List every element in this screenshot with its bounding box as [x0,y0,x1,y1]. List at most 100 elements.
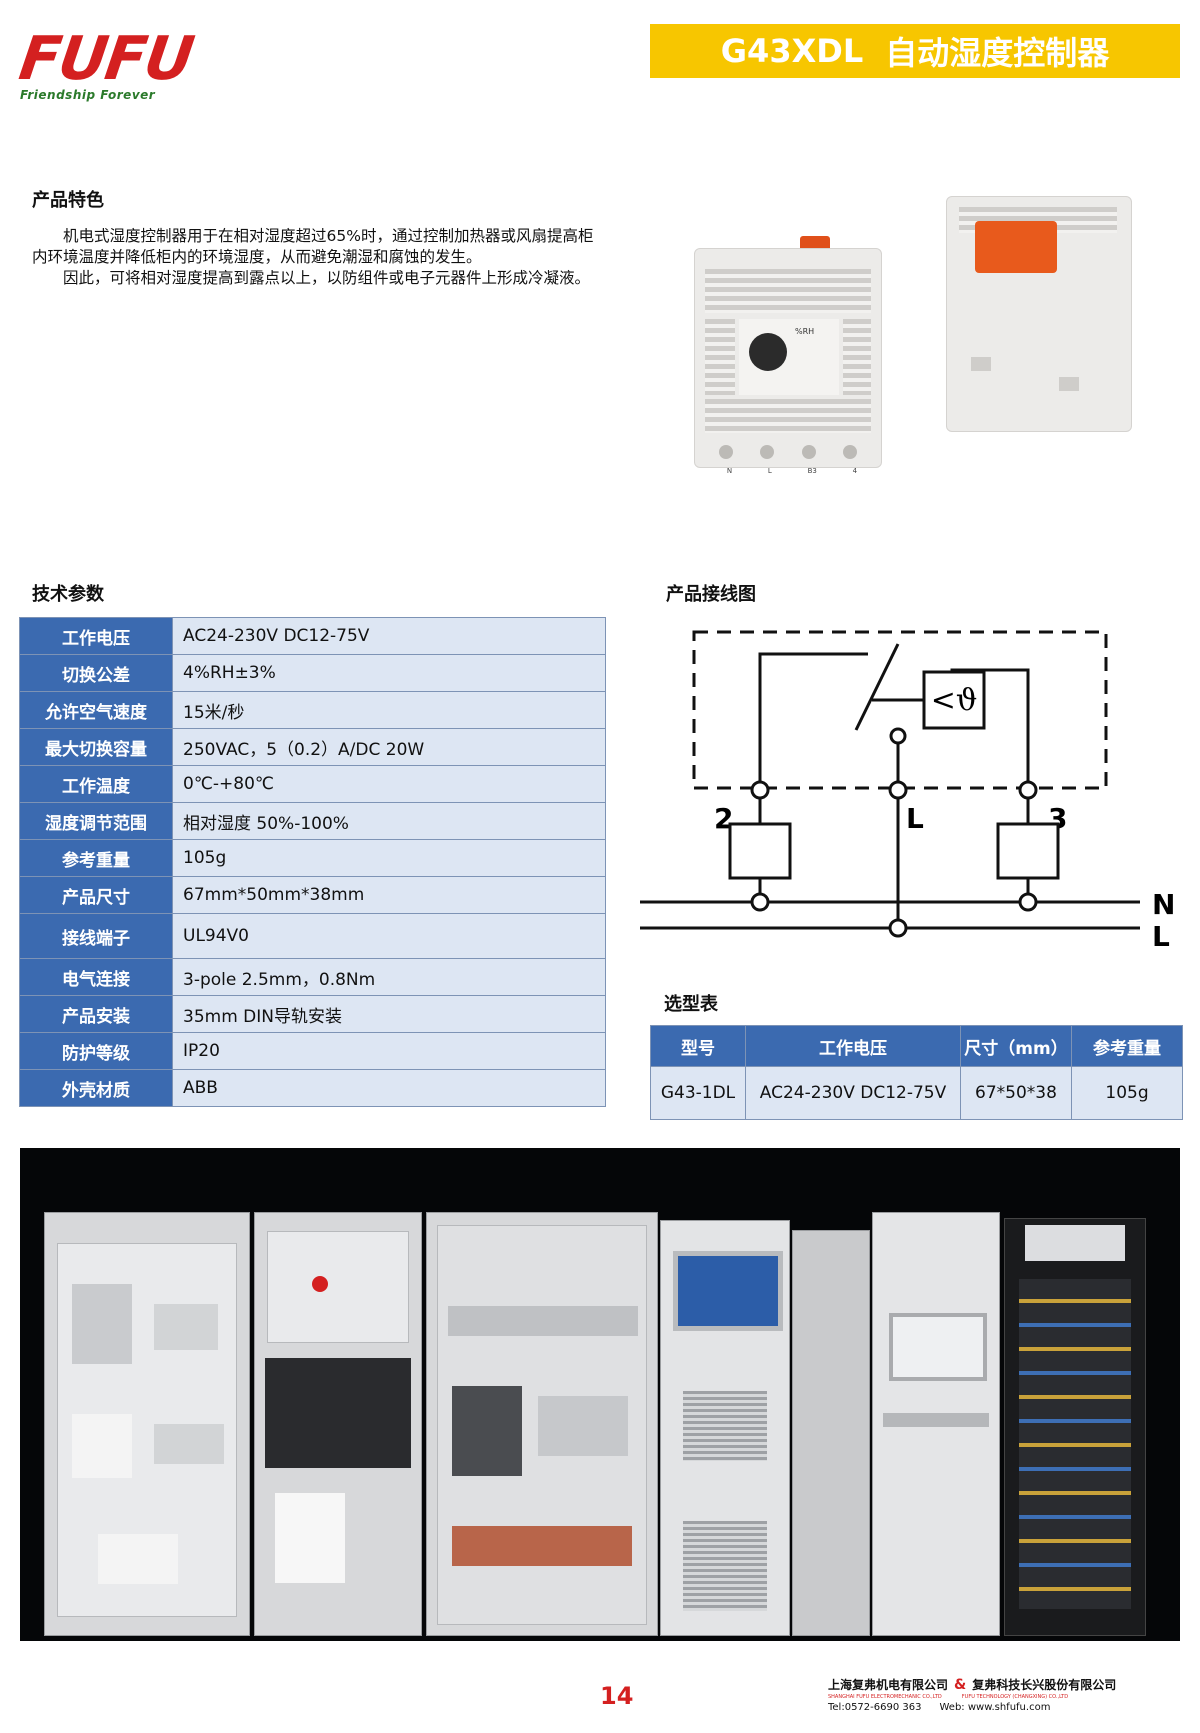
mount-slot [1059,377,1079,391]
spec-key: 最大切换容量 [19,728,173,766]
wiring-heading: 产品接线图 [666,584,756,605]
monitor-screen [889,1313,987,1381]
spec-key: 切换公差 [19,654,173,692]
column-header: 工作电压 [745,1025,961,1067]
vent-right [843,319,871,395]
terminal-label: 4 [852,467,858,475]
spec-key: 工作电压 [19,617,173,655]
mounting-plate [57,1243,237,1617]
features-paragraph: 机电式湿度控制器用于在相对湿度超过65%时，通过控制加热器或风扇提高柜内环境温度… [32,227,594,266]
vent-bottom [705,399,871,433]
spec-value: 相对湿度 50%-100% [172,802,606,840]
spec-value: 67mm*50mm*38mm [172,876,606,914]
footer-company-names: 上海复弗机电有限公司 & 复弗科技长兴股份有限公司 [828,1676,1180,1693]
vent-top [705,269,871,313]
footer-company-block: 上海复弗机电有限公司 & 复弗科技长兴股份有限公司 SHANGHAI FUFU … [828,1676,1180,1713]
terminal-l-icon [888,780,908,800]
junction-icon [888,918,908,938]
terminal-screw-icon [843,445,858,459]
logo-wordmark: FUFU [15,24,196,94]
line-n-label: N [1152,888,1175,921]
fuse-block [452,1386,522,1476]
company-name-1: 上海复弗机电有限公司 [828,1678,949,1692]
logo-slogan: Friendship Forever [20,88,156,102]
spec-value: AC24-230V DC12-75V [172,617,606,655]
humidity-sensor-box [922,670,986,730]
line-l-label: L [1152,920,1170,953]
product-back-image [946,196,1132,432]
cabinet-7-network [1004,1218,1146,1636]
company-name-1-en: SHANGHAI FUFU ELECTROMECHANIC CO.,LTD [828,1694,942,1700]
busbar [452,1526,632,1566]
features-heading: 产品特色 [32,190,104,211]
vent-grille-bottom [683,1521,767,1611]
component-block [154,1304,218,1350]
model-code: G43XDL [720,32,864,70]
breaker-row [448,1306,638,1336]
terminal-label: L [767,467,772,475]
spec-value: 3-pole 2.5mm，0.8Nm [172,958,606,996]
spec-key: 工作温度 [19,765,173,803]
spec-value: UL94V0 [172,913,606,959]
din-clip-orange [975,221,1057,273]
junction-icon [1018,892,1038,912]
hmi-screen [673,1251,783,1331]
footer-contact: Tel:0572-6690 363 Web: www.shfufu.com [828,1702,1180,1713]
page-number: 14 [600,1682,634,1710]
emergency-button-icon [312,1276,328,1292]
selection-table: 型号 工作电压 尺寸（mm） 参考重量 G43-1DL AC24-230V DC… [650,1025,1183,1120]
table-cell: 67*50*38 [960,1066,1072,1120]
spec-value: ABB [172,1069,606,1107]
footer-web[interactable]: Web: www.shfufu.com [939,1702,1051,1713]
cooling-unit [265,1358,411,1468]
component-block [72,1414,132,1478]
product-body: %RH N L B3 4 [694,248,882,475]
table-cell: AC24-230V DC12-75V [745,1066,961,1120]
component-block [538,1396,628,1456]
cabinet-5 [792,1230,870,1636]
selection-heading: 选型表 [664,994,718,1015]
cabinet-2 [254,1212,422,1636]
table-row: 湿度调节范围相对湿度 50%-100% [19,802,606,840]
switch-contact [854,643,900,731]
product-body-back [946,196,1132,432]
product-front-image: %RH N L B3 4 [690,232,890,475]
terminal-label: N [726,467,733,475]
keyboard-shelf [883,1413,989,1427]
spec-value: 250VAC，5（0.2）A/DC 20W [172,728,606,766]
cabinet-3 [426,1212,658,1636]
vent-grille-top [683,1391,767,1461]
mount-slot [971,357,991,371]
table-cell: 105g [1071,1066,1183,1120]
patch-panels [1019,1279,1131,1609]
table-header-row: 型号 工作电压 尺寸（mm） 参考重量 [650,1025,1183,1067]
spec-value: 105g [172,839,606,877]
enclosure-outline [692,630,1108,790]
table-cell: G43-1DL [650,1066,746,1120]
terminal-screw-icon [801,445,816,459]
cabinet-6-console [872,1212,1000,1636]
footer-company-en: SHANGHAI FUFU ELECTROMECHANIC CO.,LTD FU… [828,1694,1180,1700]
logo-text: FUFU [15,24,197,94]
component-block [98,1534,178,1584]
spec-value: IP20 [172,1032,606,1070]
terminal-screw-icon [718,445,733,459]
features-paragraph: 因此，可将相对湿度提高到露点以上，以防组件或电子元器件上形成冷凝液。 [63,269,591,287]
spec-value: 35mm DIN导轨安装 [172,995,606,1033]
table-row: G43-1DL AC24-230V DC12-75V 67*50*38 105g [650,1066,1183,1120]
terminal-screw-icon [760,445,775,459]
spec-heading: 技术参数 [32,584,104,605]
load-right-icon [996,822,1060,880]
wiring-diagram: <ϑ 2 L 3 N L [640,630,1175,953]
junction-icon [750,892,770,912]
column-header: 尺寸（mm） [960,1025,1072,1067]
spec-key: 产品尺寸 [19,876,173,914]
